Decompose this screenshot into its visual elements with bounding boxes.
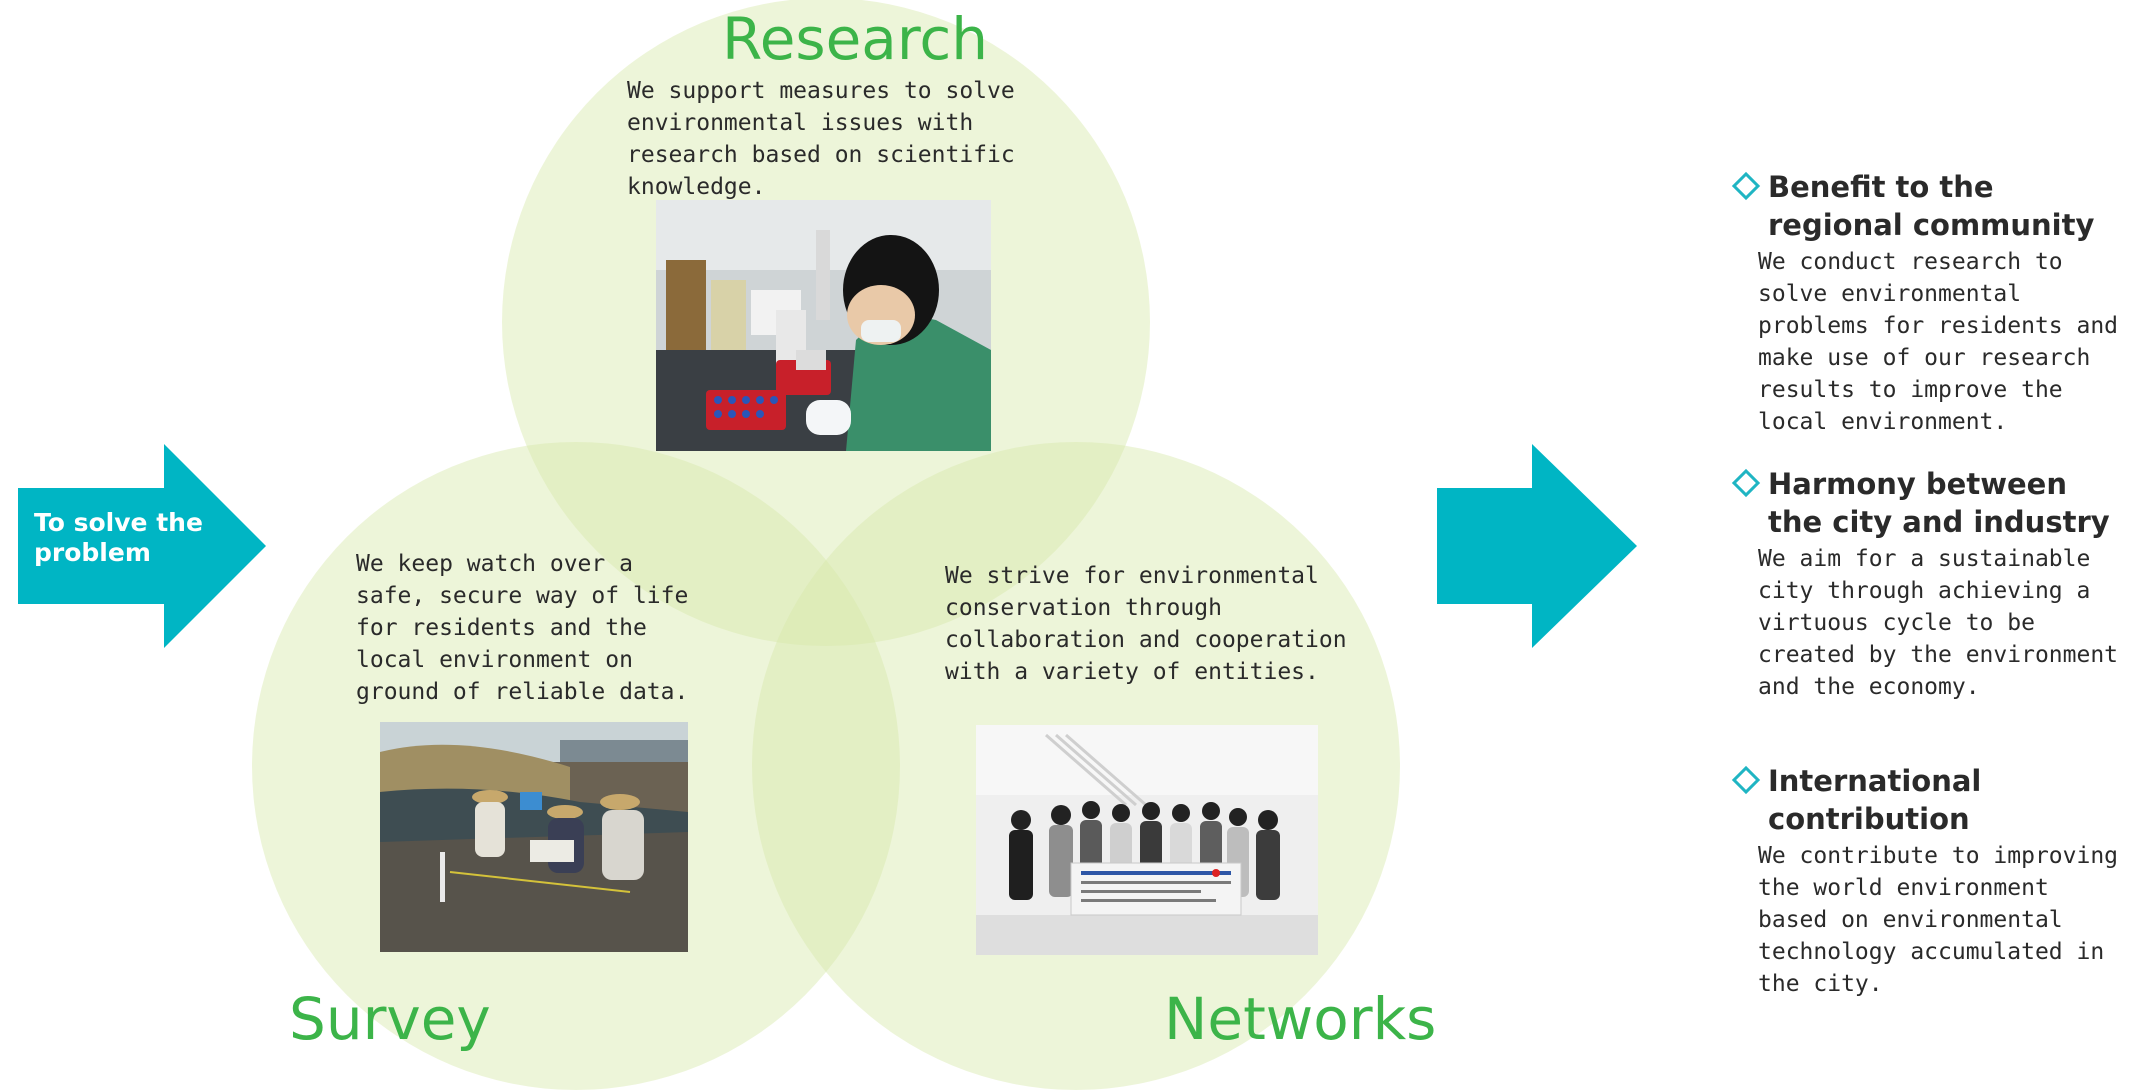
benefit-regional-community: Benefit to the regional community We con… — [1730, 168, 2120, 438]
diamond-icon — [1731, 171, 1761, 201]
diamond-icon — [1731, 468, 1761, 498]
diamond-icon — [1731, 765, 1761, 795]
right-arrow-icon — [1437, 444, 1637, 648]
benefit-international-contribution: International contribution We contribute… — [1730, 762, 2120, 1000]
benefit-body: We contribute to improving the world env… — [1758, 843, 2119, 997]
benefit-heading: Benefit to the regional community — [1768, 170, 2095, 242]
benefit-heading-row: Benefit to the regional community — [1730, 168, 2120, 244]
survey-description: We keep watch over a safe, secure way of… — [356, 551, 689, 705]
benefit-heading: Harmony between the city and industry — [1768, 467, 2110, 539]
networks-title: Networks — [1164, 985, 1437, 1053]
left-arrow-label: To solve the problem — [34, 508, 203, 567]
benefit-body: We conduct research to solve environment… — [1758, 249, 2119, 435]
survey-photo — [380, 722, 688, 952]
networks-description: We strive for environmental conservation… — [945, 563, 1347, 685]
benefit-heading-row: International contribution — [1730, 762, 2120, 838]
research-photo — [656, 200, 991, 451]
research-title: Research — [722, 5, 989, 73]
benefit-body: We aim for a sustainable city through ac… — [1758, 546, 2119, 700]
left-arrow-icon — [18, 444, 266, 648]
benefit-heading: International contribution — [1768, 764, 1982, 836]
research-description: We support measures to solve environment… — [627, 78, 1015, 200]
benefit-city-industry: Harmony between the city and industry We… — [1730, 465, 2120, 703]
benefit-heading-row: Harmony between the city and industry — [1730, 465, 2120, 541]
survey-title: Survey — [289, 985, 491, 1053]
right-arrow-shape — [1437, 444, 1637, 648]
left-arrow-shape — [18, 444, 266, 648]
networks-photo — [976, 725, 1318, 955]
